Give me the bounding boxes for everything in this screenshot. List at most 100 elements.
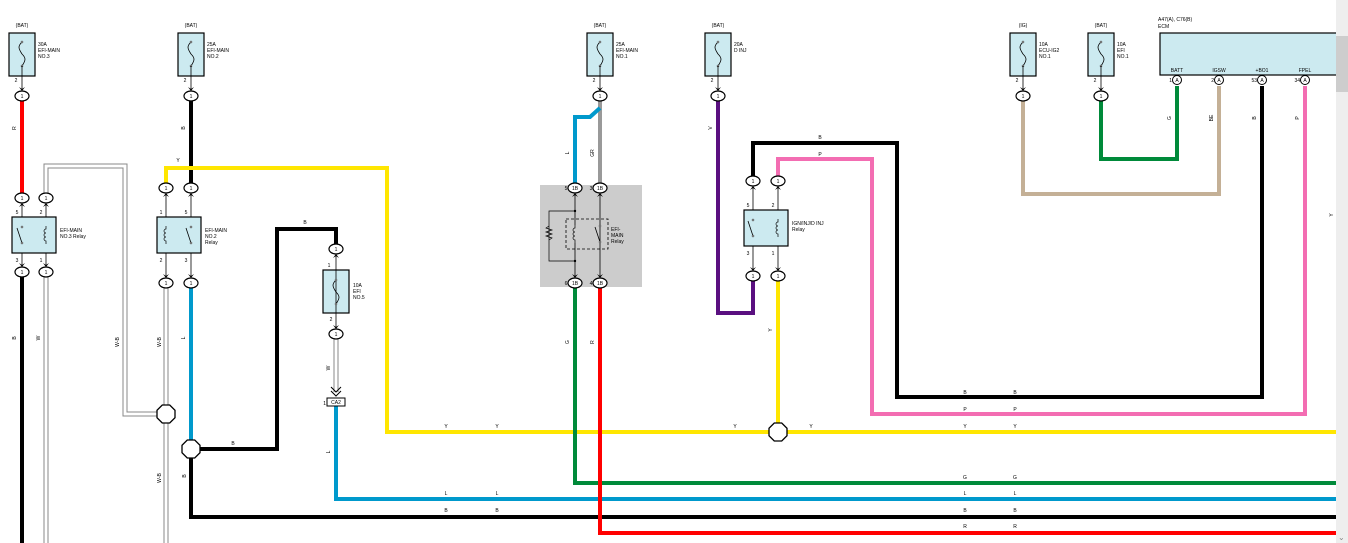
pin-number: 2 (1016, 78, 1019, 84)
relay-box (156, 216, 202, 254)
relay-box (743, 209, 789, 247)
relay-coil-icon (163, 226, 167, 244)
scroll-down-arrow-icon[interactable]: ⌄ (1338, 533, 1345, 542)
connector-number: 1B (597, 186, 604, 192)
wire-code-label: L (1014, 491, 1017, 497)
ecm-pin-connector (1214, 75, 1224, 85)
wire-code-label: Y (495, 424, 499, 430)
pin-number: 3 (747, 251, 750, 257)
relay-name: MAIN (611, 233, 624, 239)
relay-name: NO.3 Relay (60, 234, 86, 240)
arrow-down-icon (19, 263, 25, 267)
wires-layer (20, 86, 1336, 543)
ecm-pin-connector (1257, 75, 1267, 85)
wire-code-label: B (818, 135, 822, 141)
wire-code-label: P (1295, 116, 1301, 120)
wire-code-label: G (1167, 116, 1173, 120)
ecm-pin-name: +BO1 (1256, 68, 1269, 74)
relay-switch-icon (185, 227, 192, 244)
ecm-title: ECM (1158, 24, 1169, 30)
arrow-up-icon (19, 203, 25, 207)
wire-code-label: R (590, 340, 596, 344)
arrow-up-icon (775, 186, 781, 190)
connector-number: 1 (777, 179, 780, 185)
wire-g (1099, 86, 1179, 161)
wire-code-label: Y (733, 424, 737, 430)
fuse-rating: 25A (207, 42, 217, 48)
connector-number: 1 (335, 247, 338, 253)
relay-box (11, 216, 57, 254)
fuse-connector (183, 90, 199, 102)
connector-number: 1 (21, 270, 24, 276)
wire-code-label: P (1013, 407, 1017, 413)
fuse-rating: 10A (353, 283, 363, 289)
arrow-down-icon (19, 87, 25, 91)
fuse-rating: 10A (1117, 42, 1127, 48)
wire-l (334, 406, 1336, 501)
wire-code-label: B (963, 508, 967, 514)
wire-code-label: W-B (115, 337, 121, 347)
pin-number: 4 (590, 281, 593, 287)
connector-number: 1 (165, 281, 168, 287)
fuse-source-label: (BAT) (16, 23, 29, 29)
fuse-source-label: (BAT) (185, 23, 198, 29)
wire-r (598, 287, 1336, 535)
relay-name: IGN/INJ/D INJ (792, 221, 824, 227)
wire-code-label: L (496, 491, 499, 497)
ecm-connector-title: A47(A), C76(B) (1158, 17, 1193, 23)
pin-number: 5 (565, 186, 568, 192)
connector-number: 1 (1100, 94, 1103, 100)
wire-code-label: Y (809, 424, 813, 430)
ecm-connector-letter: A (1175, 78, 1179, 84)
arrow-down-icon (572, 274, 578, 278)
relay-name: EFI-MAIN (60, 228, 82, 234)
wire-code-label: W (36, 335, 42, 340)
fuse-element-icon (187, 41, 195, 67)
arrow-down-icon (597, 274, 603, 278)
wire-l (573, 106, 602, 185)
wire-b (191, 227, 338, 451)
fuse-name: ECU-IG2 (1039, 48, 1060, 54)
connector-number: 1 (599, 94, 602, 100)
relay-coil-icon (572, 225, 576, 243)
relay-name: Relay (205, 240, 218, 246)
arrow-up-icon (597, 193, 603, 197)
wire-code-label: Y (444, 424, 448, 430)
connector-number: 1B (572, 186, 579, 192)
wire-code-label: Y (1329, 213, 1335, 217)
connector-number: 1 (21, 94, 24, 100)
fuse-rating: 25A (616, 42, 626, 48)
pin-number: 2 (160, 258, 163, 264)
pin-number: 2 (593, 78, 596, 84)
relay-name: EFI- (611, 227, 621, 233)
wire-core (44, 164, 166, 416)
wire-code-label: W (326, 365, 332, 370)
relay-name: EFI-MAIN (205, 228, 227, 234)
arrow-down-icon (715, 87, 721, 91)
connector-number: 1 (190, 186, 193, 192)
wire-b (751, 86, 1264, 399)
fuse-name: NO.1 (1117, 54, 1129, 60)
wire-core (1099, 86, 1179, 161)
relay-coil-icon (775, 219, 779, 237)
wire-code-label: L (326, 450, 332, 453)
pin-number: 1 (323, 401, 326, 407)
pin-number: 2 (1094, 78, 1097, 84)
pin-number: 5 (16, 210, 19, 216)
wire-core (573, 106, 602, 185)
wire-code-label: G (565, 340, 571, 344)
wire-code-label: R (1013, 524, 1017, 530)
wire-code-label: Y (1013, 424, 1017, 430)
vertical-scrollbar[interactable]: ⌄ (1336, 0, 1348, 543)
splice-junction (768, 422, 788, 442)
ecm-pin-name: IGSW (1212, 68, 1226, 74)
fuse-name: EFI-MAIN (38, 48, 60, 54)
arrow-up-icon (43, 203, 49, 207)
wire-code-label: R (12, 126, 18, 130)
ecm-connector-letter: A (1303, 78, 1307, 84)
wire-code-label: B (963, 390, 967, 396)
fuse-source-label: (IG) (1019, 23, 1028, 29)
wire-g (573, 287, 1336, 485)
scrollbar-thumb[interactable] (1336, 36, 1348, 92)
connector-number: 1 (752, 179, 755, 185)
